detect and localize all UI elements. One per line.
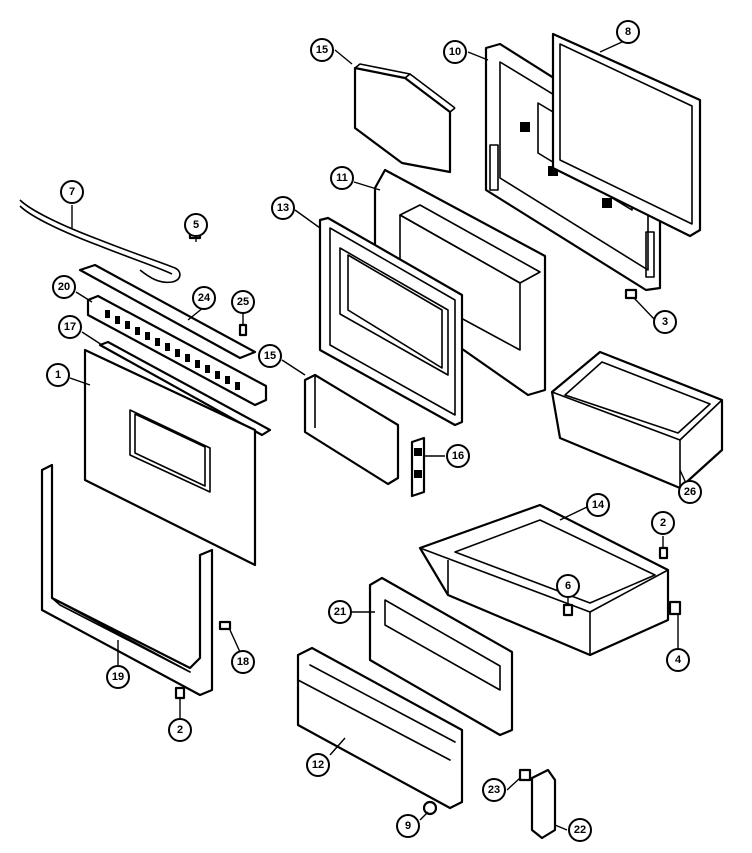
part-trim-strip xyxy=(98,340,272,437)
callout-label: 6 xyxy=(565,580,571,592)
callout-label: 19 xyxy=(112,671,124,683)
part-vent-panel xyxy=(78,263,268,407)
callout-15-lower: 15 xyxy=(258,344,282,368)
callout-18: 18 xyxy=(231,650,255,674)
callout-label: 9 xyxy=(405,820,411,832)
part-door-frame xyxy=(40,463,214,697)
callout-label: 12 xyxy=(312,759,324,771)
callout-7: 7 xyxy=(60,180,84,204)
callout-label: 16 xyxy=(452,450,464,462)
part-clip xyxy=(624,288,638,300)
callout-label: 3 xyxy=(662,316,668,328)
part-end-cap xyxy=(530,768,557,840)
part-door-panel-frame xyxy=(318,216,464,427)
callout-label: 21 xyxy=(334,606,346,618)
callout-24: 24 xyxy=(192,286,216,310)
part-drawer-glide xyxy=(668,600,682,616)
callout-label: 17 xyxy=(64,321,76,333)
part-glass-panel-lower xyxy=(303,373,400,486)
callout-19: 19 xyxy=(106,665,130,689)
callout-label: 8 xyxy=(625,26,631,38)
callout-label: 14 xyxy=(592,499,605,511)
callout-16: 16 xyxy=(446,444,470,468)
callout-14: 14 xyxy=(586,493,610,517)
callout-label: 1 xyxy=(55,369,61,381)
callout-label: 4 xyxy=(675,654,682,666)
part-screw-2-upper xyxy=(658,546,669,560)
part-drawer-front xyxy=(296,646,464,810)
part-drawer-pan-upper xyxy=(550,350,724,490)
part-glass-panel-top xyxy=(353,63,456,174)
callout-label: 20 xyxy=(58,281,70,293)
part-screw-2-lower xyxy=(174,686,186,700)
callout-13: 13 xyxy=(271,196,295,220)
callout-5: 5 xyxy=(184,213,208,237)
callout-label: 26 xyxy=(684,486,696,498)
callout-label: 25 xyxy=(237,296,249,308)
callout-25: 25 xyxy=(231,290,255,314)
callout-label: 13 xyxy=(277,202,289,214)
callout-label: 24 xyxy=(198,292,211,304)
callout-label: 5 xyxy=(193,219,199,231)
callout-label: 15 xyxy=(264,350,276,362)
callout-12: 12 xyxy=(306,753,330,777)
callout-label: 18 xyxy=(237,656,249,668)
callout-23: 23 xyxy=(482,778,506,802)
callout-3: 3 xyxy=(653,310,677,334)
part-drawer-bracket xyxy=(368,576,514,737)
callout-1: 1 xyxy=(46,363,70,387)
callout-21: 21 xyxy=(328,600,352,624)
callout-9: 9 xyxy=(396,814,420,838)
callout-label: 10 xyxy=(449,46,461,58)
callout-label: 2 xyxy=(177,724,183,736)
part-screw-18 xyxy=(218,620,232,631)
leader-lines xyxy=(69,41,691,831)
callout-2-lower: 2 xyxy=(168,718,192,742)
callout-label: 2 xyxy=(660,517,666,529)
callout-15-top: 15 xyxy=(310,38,334,62)
callout-17: 17 xyxy=(58,315,82,339)
callout-6: 6 xyxy=(556,574,580,598)
part-door-handle xyxy=(19,199,181,284)
callout-26: 26 xyxy=(678,480,702,504)
callout-11: 11 xyxy=(330,166,354,190)
callout-label: 7 xyxy=(69,186,75,198)
part-screw-6 xyxy=(562,603,574,617)
callout-20: 20 xyxy=(52,275,76,299)
callout-4: 4 xyxy=(666,648,690,672)
part-clip-23 xyxy=(518,768,532,782)
part-hinge-bracket xyxy=(410,436,426,498)
part-screw-small xyxy=(238,323,248,337)
part-storage-drawer xyxy=(418,503,670,657)
callout-label: 11 xyxy=(336,172,348,184)
callout-label: 15 xyxy=(316,44,328,56)
callout-8: 8 xyxy=(616,20,640,44)
part-door-gasket xyxy=(551,32,702,238)
callout-10: 10 xyxy=(443,40,467,64)
callout-22: 22 xyxy=(568,818,592,842)
part-outer-door-panel xyxy=(83,348,257,567)
part-knob xyxy=(422,800,438,816)
callout-label: 22 xyxy=(574,824,586,836)
callout-2-upper: 2 xyxy=(651,511,675,535)
callout-label: 23 xyxy=(488,784,500,796)
